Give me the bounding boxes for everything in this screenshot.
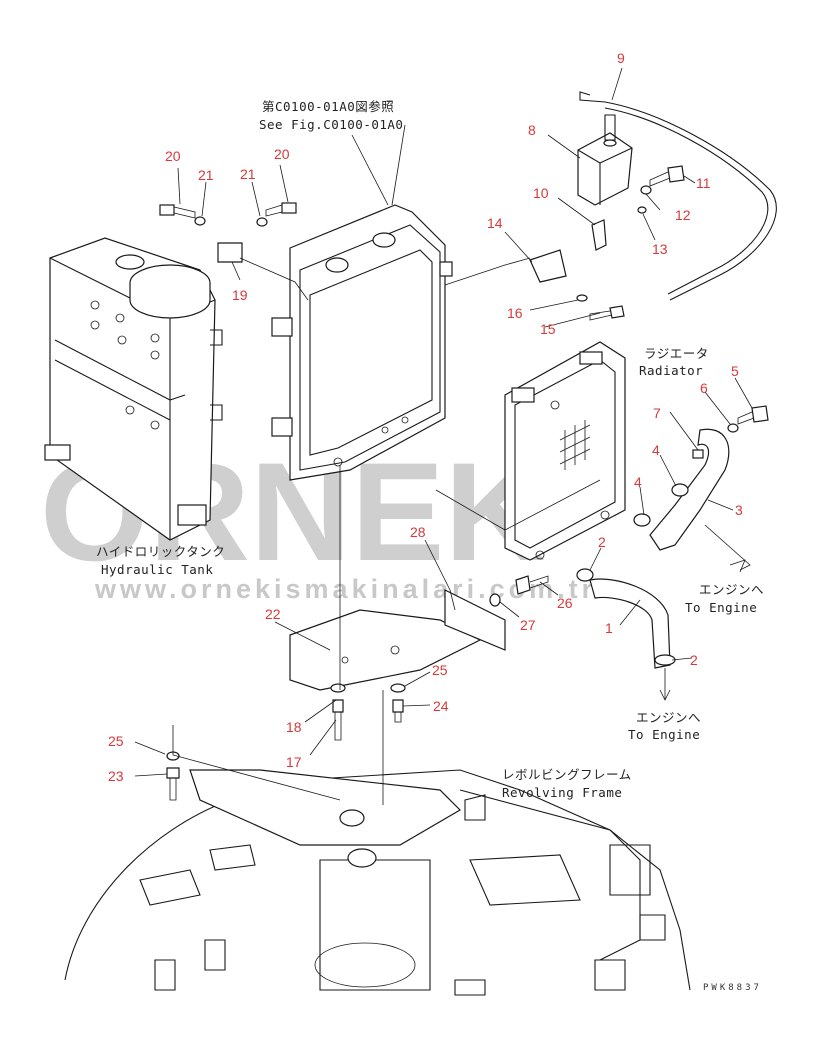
callout-26: 26 [557,595,573,611]
to-engine-label-jp-1: エンジンへ [699,582,764,597]
callout-4-upper: 4 [652,442,660,458]
callout-4-lower: 4 [634,474,642,490]
cooler-frame-drawing [271,204,453,481]
callout-22: 22 [265,606,281,622]
to-engine-label-jp-2: エンジンへ [636,710,701,725]
overflow-hose-inner [604,107,769,295]
watermark-url: www.ornekismakinalari.com.tr [94,574,596,604]
radiator-label-jp: ラジエータ [644,346,709,361]
callout-21-left: 21 [198,167,214,183]
callout-5: 5 [731,363,739,379]
callout-18: 18 [286,719,302,735]
to-engine-label-en-2: To Engine [628,727,700,742]
callout-13: 13 [652,241,668,257]
radiator-label-en: Radiator [639,363,703,378]
callout-2-lower: 2 [690,652,698,668]
callout-25-upper: 25 [432,662,448,678]
see-fig-label-jp: 第C0100-01A0図参照 [262,99,394,114]
callout-16: 16 [507,305,523,321]
callout-17: 17 [286,754,302,770]
callout-28: 28 [410,524,426,540]
hydraulic-tank-label-jp: ハイドロリックタンク [96,544,225,559]
drawing-code: PWK8837 [703,983,762,993]
callout-9: 9 [617,50,625,66]
radiator-drawing [504,341,626,561]
callout-20-right: 20 [274,146,290,162]
overflow-hose [579,91,777,301]
revolving-frame-label-en: Revolving Frame [502,785,622,800]
callout-19: 19 [232,287,248,303]
callout-27: 27 [520,617,536,633]
callout-20-left: 20 [165,148,181,164]
mounting-plates [289,589,506,691]
callout-numbers: 9 8 11 10 12 13 14 16 15 20 21 21 20 19 … [108,50,743,784]
leader-lines [134,67,753,805]
callout-1: 1 [605,620,613,636]
callout-6: 6 [700,380,708,396]
radiator-hoses [576,428,730,669]
callout-15: 15 [540,321,556,337]
hydraulic-tank-drawing [44,237,223,541]
see-fig-label-en: See Fig.C0100-01A0 [259,117,403,132]
callout-23: 23 [108,768,124,784]
callout-2-upper: 2 [598,534,606,550]
callout-12: 12 [675,207,691,223]
diagram-labels: 第C0100-01A0図参照 See Fig.C0100-01A0 ラジエータ … [96,99,764,993]
callout-24: 24 [433,698,449,714]
to-engine-label-en-1: To Engine [685,600,757,615]
reserve-tank-drawing [529,114,633,283]
callout-8: 8 [528,122,536,138]
callout-11: 11 [696,175,711,191]
callout-3: 3 [735,502,743,518]
revolving-frame-drawing [64,769,691,996]
callout-25-lower: 25 [108,733,124,749]
callout-10: 10 [533,185,549,201]
callout-21-right: 21 [240,166,256,182]
callout-7: 7 [653,405,661,421]
fasteners [159,165,769,801]
revolving-frame-label-jp: レボルビングフレーム [502,767,632,782]
hydraulic-tank-label-en: Hydraulic Tank [101,562,213,577]
callout-14: 14 [487,215,503,231]
